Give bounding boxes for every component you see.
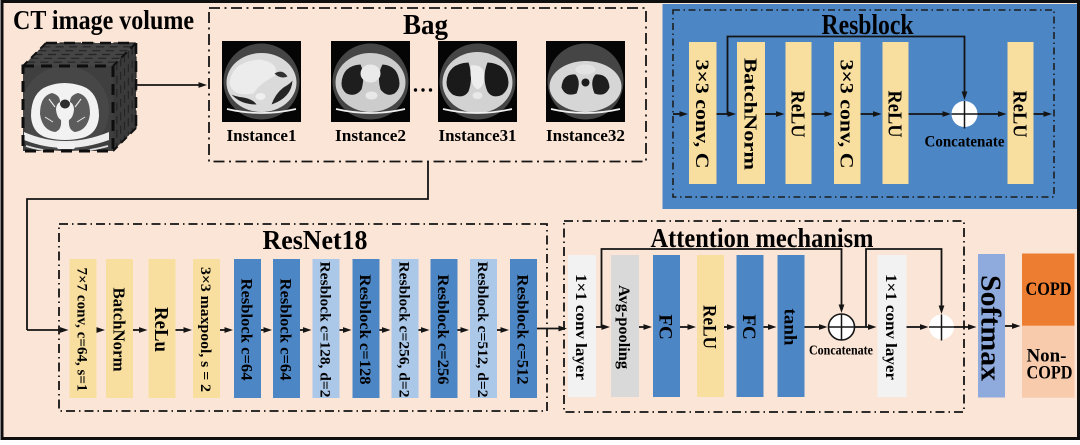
svg-text:7×7 conv, c=64, s=1: 7×7 conv, c=64, s=1: [74, 268, 90, 392]
svg-text:3×3 maxpool, s = 2: 3×3 maxpool, s = 2: [197, 267, 213, 392]
svg-text:ReLU: ReLU: [883, 91, 905, 138]
svg-text:Attention mechanism: Attention mechanism: [651, 223, 874, 253]
svg-text:FC: FC: [655, 314, 676, 339]
svg-text:Resblock c=64: Resblock c=64: [238, 279, 255, 381]
svg-text:Concatenate: Concatenate: [925, 134, 1005, 151]
svg-text:COPD: COPD: [1027, 363, 1073, 384]
svg-text:COPD: COPD: [1026, 279, 1072, 300]
svg-text:Instance1: Instance1: [227, 126, 297, 145]
svg-text:Instance32: Instance32: [546, 126, 625, 145]
svg-text:FC: FC: [738, 314, 759, 339]
svg-text:Bag: Bag: [403, 10, 448, 41]
svg-text:Instance31: Instance31: [439, 126, 517, 145]
svg-text:Resblock c=512, d=2: Resblock c=512, d=2: [474, 262, 490, 398]
svg-text:Concatenate: Concatenate: [809, 344, 873, 359]
svg-text:ReLU: ReLU: [786, 91, 808, 138]
svg-text:ResNet18: ResNet18: [263, 225, 368, 255]
svg-text:Resblock c=512: Resblock c=512: [514, 275, 531, 385]
svg-text:Non-: Non-: [1027, 346, 1067, 367]
svg-text:ReLU: ReLU: [699, 305, 720, 349]
svg-text:Resblock c=128: Resblock c=128: [356, 275, 373, 385]
svg-text:tanh: tanh: [781, 309, 801, 346]
svg-text:ReLU: ReLU: [1008, 91, 1030, 138]
svg-text:BatchNorm: BatchNorm: [741, 58, 761, 170]
svg-text:3×3 conv, C: 3×3 conv, C: [691, 60, 712, 169]
svg-text:Resblock c=256, d=2: Resblock c=256, d=2: [396, 262, 412, 398]
svg-text:1×1 conv layer: 1×1 conv layer: [882, 274, 899, 380]
svg-text:Resblock c=128, d=2: Resblock c=128, d=2: [317, 262, 333, 398]
svg-text:Softmax: Softmax: [974, 275, 1005, 381]
svg-text:ReLu: ReLu: [150, 307, 172, 352]
svg-text:1×1 conv layer: 1×1 conv layer: [572, 274, 589, 380]
svg-text:Avg-pooling: Avg-pooling: [615, 285, 632, 369]
svg-text:Resblock c=256: Resblock c=256: [434, 275, 451, 385]
svg-text:Instance2: Instance2: [335, 126, 406, 145]
svg-text:BatchNorm: BatchNorm: [109, 288, 128, 372]
svg-text:3×3 conv, C: 3×3 conv, C: [835, 60, 856, 169]
svg-text:Resblock c=64: Resblock c=64: [277, 279, 294, 381]
svg-text:CT image volume: CT image volume: [13, 5, 194, 35]
